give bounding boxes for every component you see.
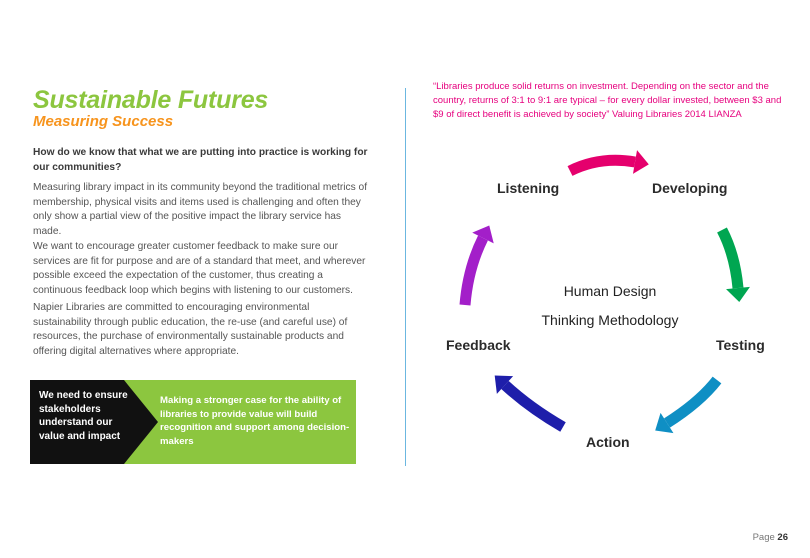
paragraph-3: Napier Libraries are committed to encour…	[33, 302, 348, 357]
lead-question: How do we know that what we are putting …	[33, 147, 368, 173]
arrow-listening-to-developing-head	[632, 150, 649, 174]
page-title: Sustainable Futures	[33, 86, 269, 114]
cycle-center-line-1: Human Design	[563, 283, 657, 299]
callout-right-text: Making a stronger case for the ability o…	[160, 395, 350, 447]
column-divider	[405, 88, 406, 466]
page-subtitle: Measuring Success	[33, 113, 174, 130]
stage-listening: Listening	[497, 180, 560, 196]
cycle-arrows	[459, 150, 750, 434]
arrow-testing-to-action	[664, 376, 722, 428]
stage-action: Action	[586, 434, 630, 450]
page-number: 26	[777, 532, 788, 543]
arrow-action-to-feedback-head	[494, 375, 514, 394]
arrow-action-to-feedback	[501, 380, 566, 432]
callout-left-text: We need to ensure stakeholders understan…	[39, 390, 128, 442]
callout-box: We need to ensure stakeholders understan…	[30, 380, 356, 464]
arrow-listening-to-developing	[567, 154, 636, 176]
methodology-cycle-diagram: Listening Developing Testing Action Feed…	[420, 140, 800, 460]
stage-developing: Developing	[652, 180, 728, 196]
arrow-developing-to-testing-head	[726, 286, 750, 302]
paragraph-2: We want to encourage greater customer fe…	[33, 241, 366, 296]
cycle-center-line-2: Thinking Methodology	[541, 312, 679, 328]
arrow-feedback-to-listening-head	[472, 225, 494, 244]
page-footer: Page 26	[753, 532, 788, 543]
paragraph-1: Measuring library impact in its communit…	[33, 182, 368, 237]
arrow-feedback-to-listening	[459, 235, 488, 306]
arrow-testing-to-action-head	[655, 412, 674, 434]
pull-quote: “Libraries produce solid returns on inve…	[433, 81, 782, 120]
arrow-developing-to-testing	[717, 227, 744, 289]
page-label: Page	[752, 532, 775, 543]
stage-feedback: Feedback	[446, 337, 511, 353]
stage-testing: Testing	[716, 337, 765, 353]
